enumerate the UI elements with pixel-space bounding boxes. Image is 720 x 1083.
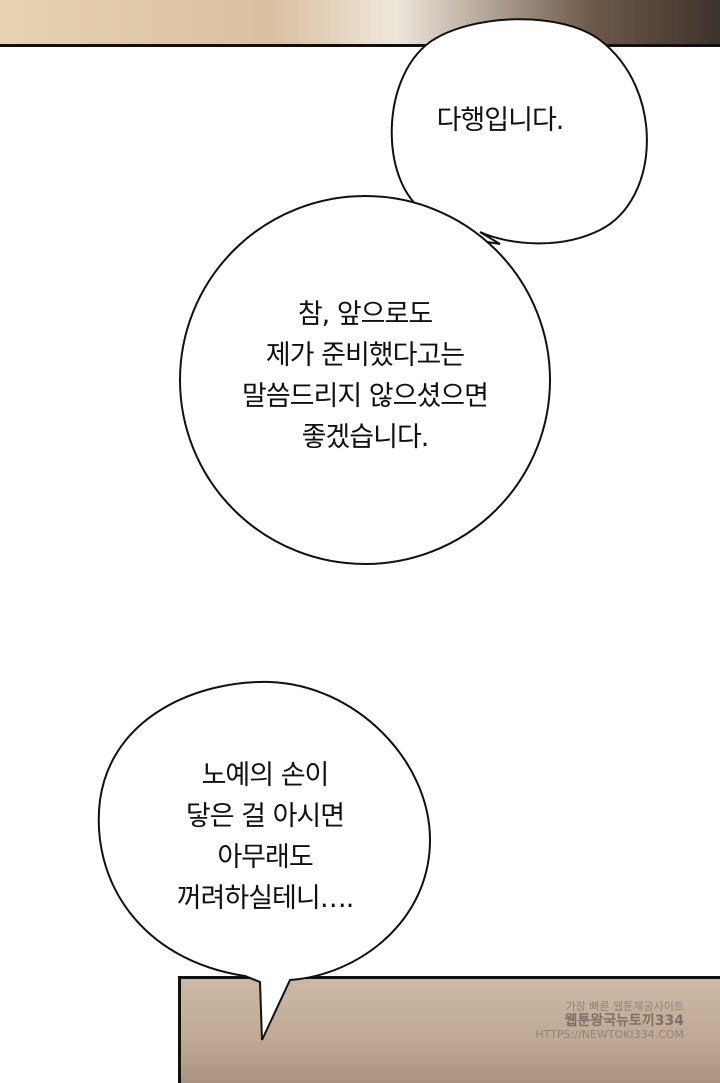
bubble-2-text: 참, 앞으로도 제가 준비했다고는 말씀드리지 않으셨으면 좋겠습니다.: [205, 294, 525, 458]
watermark-line: 웹툰왕국뉴토끼334: [564, 1013, 684, 1029]
watermark-line: 가장 빠른 웹툰제공사이트: [565, 1000, 684, 1013]
bubble-2-line: 말씀드리지 않으셨으면: [242, 381, 489, 412]
bubble-2-line: 좋겠습니다.: [301, 422, 430, 453]
speech-bubble-2: [179, 195, 551, 565]
bubble-2-line: 제가 준비했다고는: [265, 340, 465, 371]
speech-bubble-1: [390, 18, 648, 245]
bubble-3-line: 닿은 걸 아시면: [185, 801, 345, 832]
bubble-3-line: 아무래도: [217, 842, 313, 873]
bubble-3-line: 노예의 손이: [201, 760, 330, 791]
bubble-3-text: 노예의 손이 닿은 걸 아시면 아무래도 꺼려하실테니….: [135, 755, 395, 919]
bubble-2-line: 참, 앞으로도: [297, 299, 433, 330]
site-watermark: 가장 빠른 웹툰제공사이트 웹툰왕국뉴토끼334 HTTPS://NEWTOKI…: [536, 1000, 684, 1042]
watermark-line: HTTPS://NEWTOKI334.COM: [535, 1028, 684, 1041]
bubble-1-text: 다행입니다.: [400, 100, 600, 141]
bubble-1-line: 다행입니다.: [436, 105, 565, 136]
top-art-panel: [0, 0, 720, 47]
bubble-3-line: 꺼려하실테니….: [176, 883, 355, 914]
speech-bubble-3: [97, 680, 432, 1041]
